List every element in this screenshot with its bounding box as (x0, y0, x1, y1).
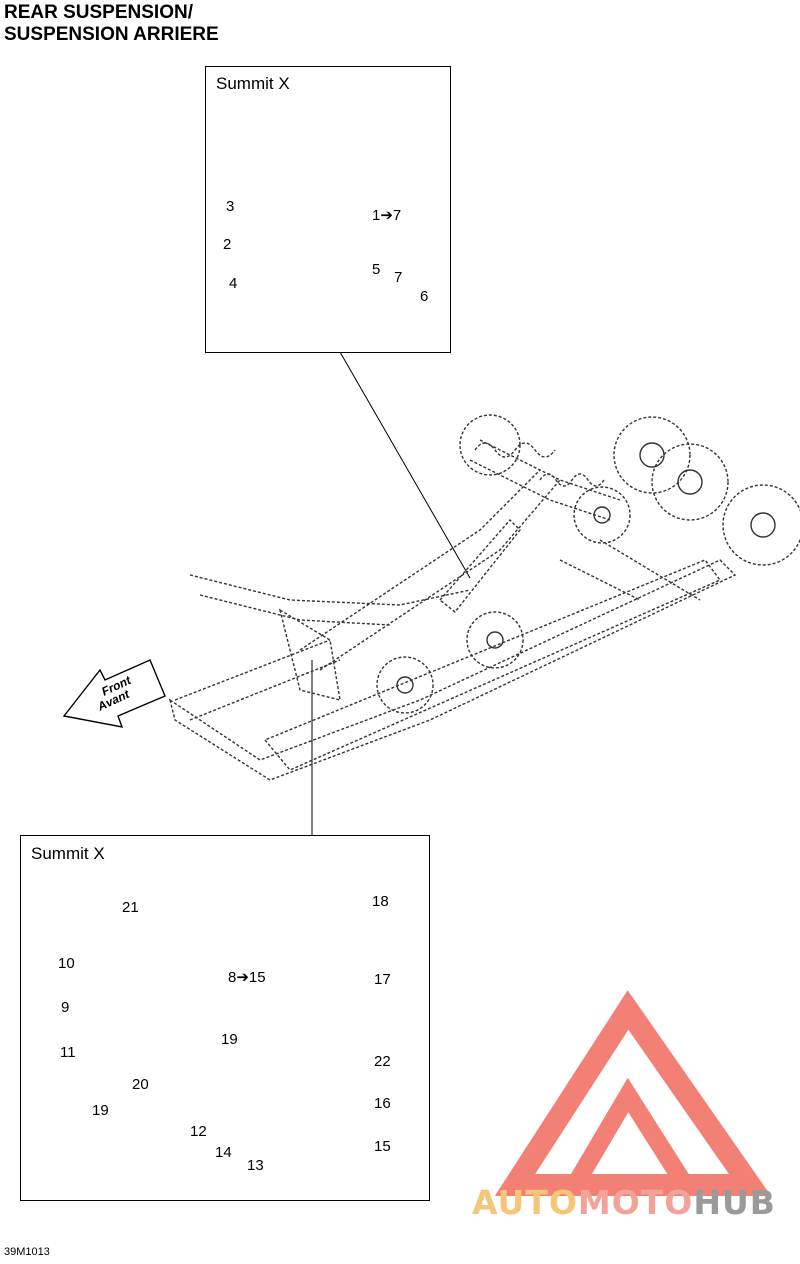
callout-11: 11 (60, 1044, 76, 1061)
callout-19-right: 19 (221, 1031, 238, 1048)
callout-19-left: 19 (92, 1102, 109, 1119)
callout-21: 21 (122, 899, 139, 916)
callout-8-15: 8➔15 (228, 969, 266, 986)
callout-9: 9 (61, 999, 70, 1016)
bottom-detail-box (20, 835, 430, 1201)
watermark-auto: AUTO (472, 1183, 578, 1222)
callout-5: 5 (372, 261, 381, 278)
callout-2: 2 (223, 236, 232, 253)
callout-13: 13 (247, 1157, 264, 1174)
rear-suspension-frame (168, 439, 737, 781)
top-detail-box (205, 66, 451, 353)
callout-3: 3 (226, 198, 235, 215)
callout-15: 15 (374, 1138, 391, 1155)
watermark-text: AUTOMOTOHUB (472, 1183, 776, 1222)
front-arrow-icon: Front Avant (62, 659, 166, 728)
top-leader-line (339, 351, 471, 579)
callout-7: 7 (394, 269, 403, 286)
callout-6: 6 (420, 288, 429, 305)
callout-20: 20 (132, 1076, 149, 1093)
idler-wheels (376, 414, 800, 714)
diagram-code: 39M1013 (4, 1246, 50, 1258)
top-box-label: Summit X (216, 74, 290, 93)
callout-4: 4 (229, 275, 238, 292)
page-title: REAR SUSPENSION/ SUSPENSION ARRIERE (4, 2, 219, 46)
callout-16: 16 (374, 1095, 391, 1112)
callout-10: 10 (58, 955, 75, 972)
watermark-hub: HUB (693, 1183, 776, 1222)
callout-17: 17 (374, 971, 391, 988)
bottom-box-label: Summit X (31, 844, 105, 863)
title-line-french: SUSPENSION ARRIERE (4, 24, 219, 45)
watermark-logo (494, 990, 772, 1196)
callout-12: 12 (190, 1123, 207, 1140)
callout-18: 18 (372, 893, 389, 910)
callout-1-7: 1➔7 (372, 207, 402, 224)
watermark-moto: MOTO (577, 1183, 694, 1222)
callout-14: 14 (215, 1144, 232, 1161)
callout-22: 22 (374, 1053, 391, 1070)
title-line-english: REAR SUSPENSION/ (4, 2, 193, 23)
